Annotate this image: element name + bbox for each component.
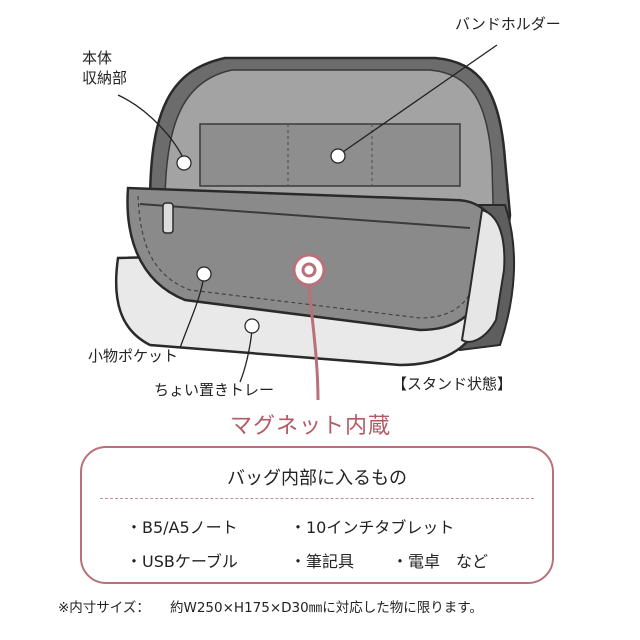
leader-band-holder — [330, 44, 498, 164]
label-main-compartment-line1: 本体 — [82, 49, 113, 67]
leader-small-pocket — [179, 266, 212, 349]
bag-right-panel — [460, 208, 506, 343]
contents-item: ・筆記具 — [290, 552, 355, 571]
contents-item: ・10インチタブレット — [290, 518, 455, 537]
label-small-pocket: 小物ポケット — [88, 347, 179, 365]
label-tray: ちょい置きトレー — [154, 381, 275, 399]
label-magnet: マグネット内蔵 — [230, 414, 392, 439]
magnet-leader-line — [307, 285, 320, 401]
label-band-holder: バンドホルダー — [455, 15, 561, 33]
contents-item: ・電卓 など — [392, 552, 489, 571]
magnet-marker-icon — [292, 253, 326, 287]
footnote: ※内寸サイズ： 約W250×H175×D30㎜に対応した物に限ります。 — [58, 596, 483, 616]
contents-item: ・B5/A5ノート — [126, 518, 238, 537]
band-holder-strap — [199, 123, 461, 187]
label-stand-state: 【スタンド状態】 — [392, 375, 513, 393]
contents-row-2: ・USBケーブル ・筆記具 ・電卓 など — [126, 548, 526, 571]
leader-tray — [239, 318, 260, 383]
contents-box: バッグ内部に入るもの ・B5/A5ノート ・10インチタブレット ・USBケーブ… — [80, 446, 554, 584]
contents-box-title: バッグ内部に入るもの — [227, 468, 407, 489]
footnote-size: 約W250×H175×D30㎜に対応した物に限ります。 — [170, 600, 483, 616]
zipper-pull-icon — [162, 202, 174, 234]
label-main-compartment-line2: 収納部 — [82, 69, 128, 87]
contents-box-divider — [100, 498, 534, 499]
footnote-prefix: ※内寸サイズ： — [58, 600, 150, 616]
label-main-compartment: 本体 収納部 — [82, 48, 142, 88]
zipper-line — [139, 203, 471, 229]
contents-item: ・USBケーブル — [126, 552, 238, 571]
contents-row-1: ・B5/A5ノート ・10インチタブレット — [126, 514, 526, 537]
leader-main-compartment — [117, 94, 192, 171]
